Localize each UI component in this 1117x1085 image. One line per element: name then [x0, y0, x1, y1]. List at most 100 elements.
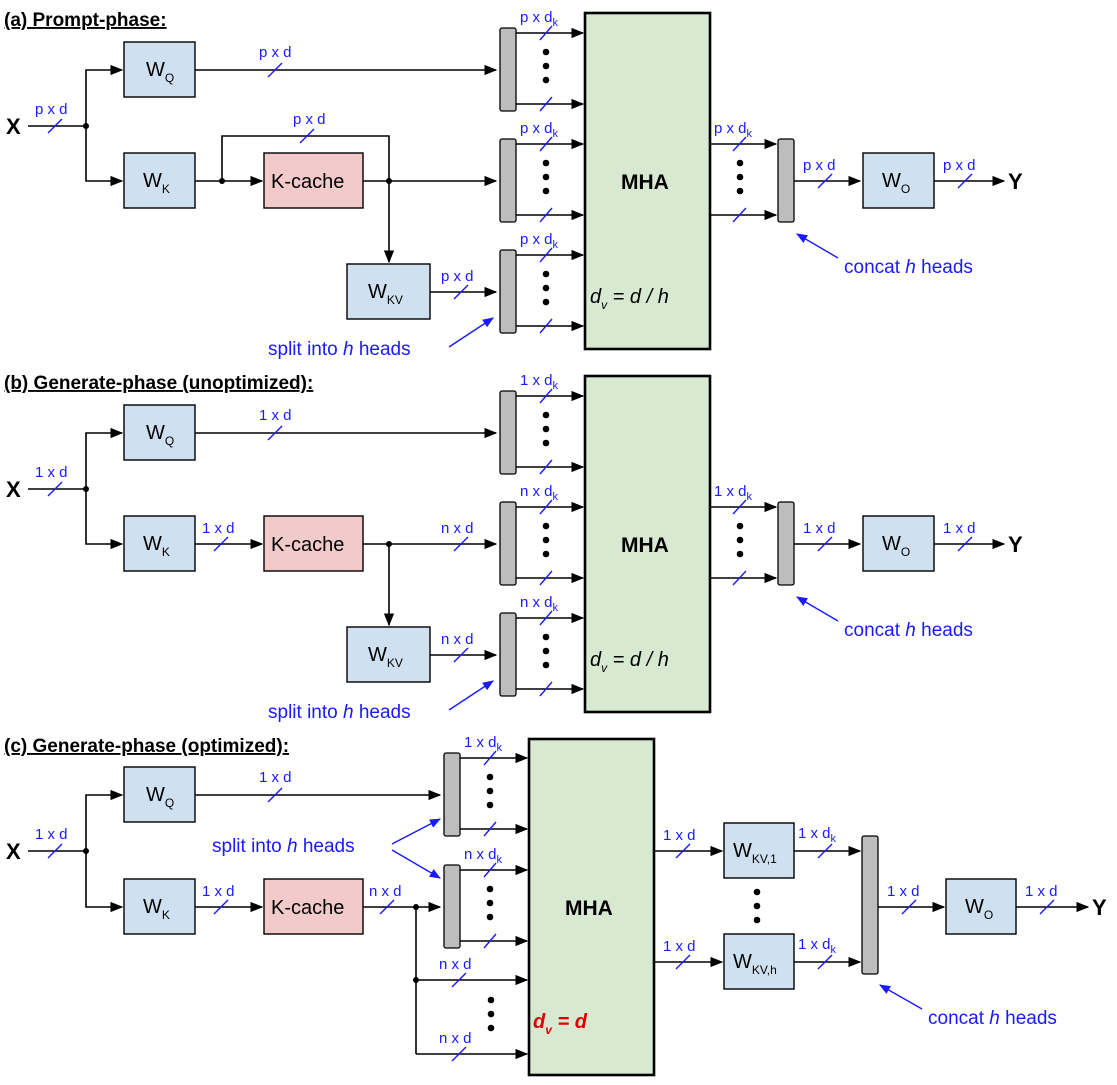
- dim-label: p x dk: [520, 120, 559, 140]
- concat-bar: [861, 835, 879, 975]
- wo-label: WO: [882, 170, 910, 196]
- head-wires-v: [516, 247, 585, 334]
- wk-label: WK: [143, 533, 170, 559]
- wire-to-wq: [85, 789, 124, 851]
- bus-slash: [453, 284, 469, 300]
- concat-arrow: [796, 233, 839, 259]
- concat-note: concat h heads: [928, 1008, 1057, 1029]
- mha-label: MHA: [621, 171, 669, 194]
- dim-label: p x d: [803, 157, 836, 174]
- split-bar-k: [499, 138, 517, 223]
- dim-label: p x dk: [714, 120, 753, 140]
- output-head-wires: [710, 499, 778, 586]
- wk-block: [123, 515, 196, 572]
- bus-slash: [299, 128, 315, 144]
- wk-label: WK: [143, 170, 170, 196]
- dim-label: 1 x d: [259, 407, 292, 424]
- bus-slash: [817, 173, 833, 189]
- section-c-title: (c) Generate-phase (optimized):: [4, 736, 289, 757]
- bus-slash: [957, 536, 973, 552]
- dim-label: p x dk: [520, 9, 559, 29]
- kcache-block: [263, 878, 364, 935]
- wkvh-label: WKV,h: [733, 951, 777, 977]
- dim-label: 1 x d: [35, 464, 68, 481]
- bus-slash: [675, 843, 691, 859]
- wire-to-wk: [85, 489, 124, 550]
- head-wires-k: [516, 136, 585, 223]
- wkv-block: [346, 263, 431, 320]
- dim-label: n x d: [369, 883, 402, 900]
- section-a-title: (a) Prompt-phase:: [4, 10, 167, 31]
- wire-to-wk: [85, 851, 124, 913]
- bus-slash: [451, 1046, 467, 1062]
- dim-label: 1 x dk: [464, 734, 503, 754]
- bus-slash: [379, 899, 395, 915]
- output-y-label: Y: [1092, 895, 1107, 920]
- section-b: (b) Generate-phase (unoptimized): X 1 x …: [4, 372, 1023, 723]
- dim-label: 1 x d: [202, 520, 235, 537]
- wkv-label: WKV: [368, 644, 403, 670]
- bus-slash: [817, 536, 833, 552]
- dim-label: 1 x dk: [714, 483, 753, 503]
- concat-bar: [777, 138, 795, 223]
- split-bar-v: [499, 612, 517, 697]
- bus-slash: [817, 843, 833, 859]
- mha-block: [527, 737, 656, 1077]
- mha-block: [583, 11, 712, 351]
- kcache-label: K-cache: [271, 534, 344, 556]
- wkv1-label: WKV,1: [733, 840, 777, 866]
- dv-equation: dv = d / h: [590, 286, 669, 312]
- dim-label: n x d: [439, 1030, 472, 1047]
- dim-label: 1 x d: [1025, 883, 1058, 900]
- wire-to-wk: [85, 126, 124, 187]
- dim-label: 1 x dk: [798, 936, 837, 956]
- head-wires-q: [516, 388, 585, 475]
- wkvh-block: [723, 933, 795, 990]
- wk-block: [123, 152, 196, 209]
- concat-note: concat h heads: [844, 257, 973, 278]
- dim-label: 1 x d: [803, 520, 836, 537]
- bus-slash: [267, 62, 283, 78]
- kcache-label: K-cache: [271, 171, 344, 193]
- bus-slash: [267, 425, 283, 441]
- dv-equation: dv = d: [533, 1011, 588, 1037]
- dim-label: 1 x dk: [798, 825, 837, 845]
- split-arrow: [448, 317, 494, 348]
- dim-label: 1 x d: [887, 883, 920, 900]
- dim-label: 1 x d: [35, 826, 68, 843]
- output-head-wires: [710, 136, 778, 223]
- wq-block: [123, 41, 196, 98]
- split-bar-q: [499, 390, 517, 475]
- mha-block: [583, 374, 712, 714]
- bus-slash: [817, 954, 833, 970]
- wo-block: [945, 878, 1017, 935]
- ellipsis-dots: [487, 996, 495, 1032]
- wk-block: [123, 878, 196, 935]
- section-a: (a) Prompt-phase: X p x d WQ p x d WK p …: [4, 9, 1023, 360]
- head-wires-v: [516, 610, 585, 697]
- section-b-title: (b) Generate-phase (unoptimized):: [4, 373, 313, 394]
- bus-slash: [213, 899, 229, 915]
- dim-label: 1 x d: [663, 827, 696, 844]
- bus-slash: [451, 972, 467, 988]
- split-arrow: [391, 849, 441, 879]
- dim-label: p x d: [35, 101, 68, 118]
- bus-slash: [901, 899, 917, 915]
- wo-block: [862, 515, 935, 572]
- dim-label: n x dk: [520, 594, 559, 614]
- wq-label: WQ: [146, 422, 174, 448]
- wq-label: WQ: [146, 59, 174, 85]
- kcache-block: [263, 152, 364, 209]
- section-c: (c) Generate-phase (optimized): X 1 x d …: [4, 734, 1107, 1077]
- split-bar-k: [499, 501, 517, 586]
- wo-block: [862, 152, 935, 209]
- dim-label: 1 x d: [943, 520, 976, 537]
- dim-label: 1 x d: [202, 883, 235, 900]
- wq-block: [123, 766, 196, 823]
- dim-label: p x d: [943, 157, 976, 174]
- dim-label: 1 x d: [259, 769, 292, 786]
- wkv-label: WKV: [368, 281, 403, 307]
- dim-label: n x dk: [464, 846, 503, 866]
- split-bar-k: [443, 864, 461, 949]
